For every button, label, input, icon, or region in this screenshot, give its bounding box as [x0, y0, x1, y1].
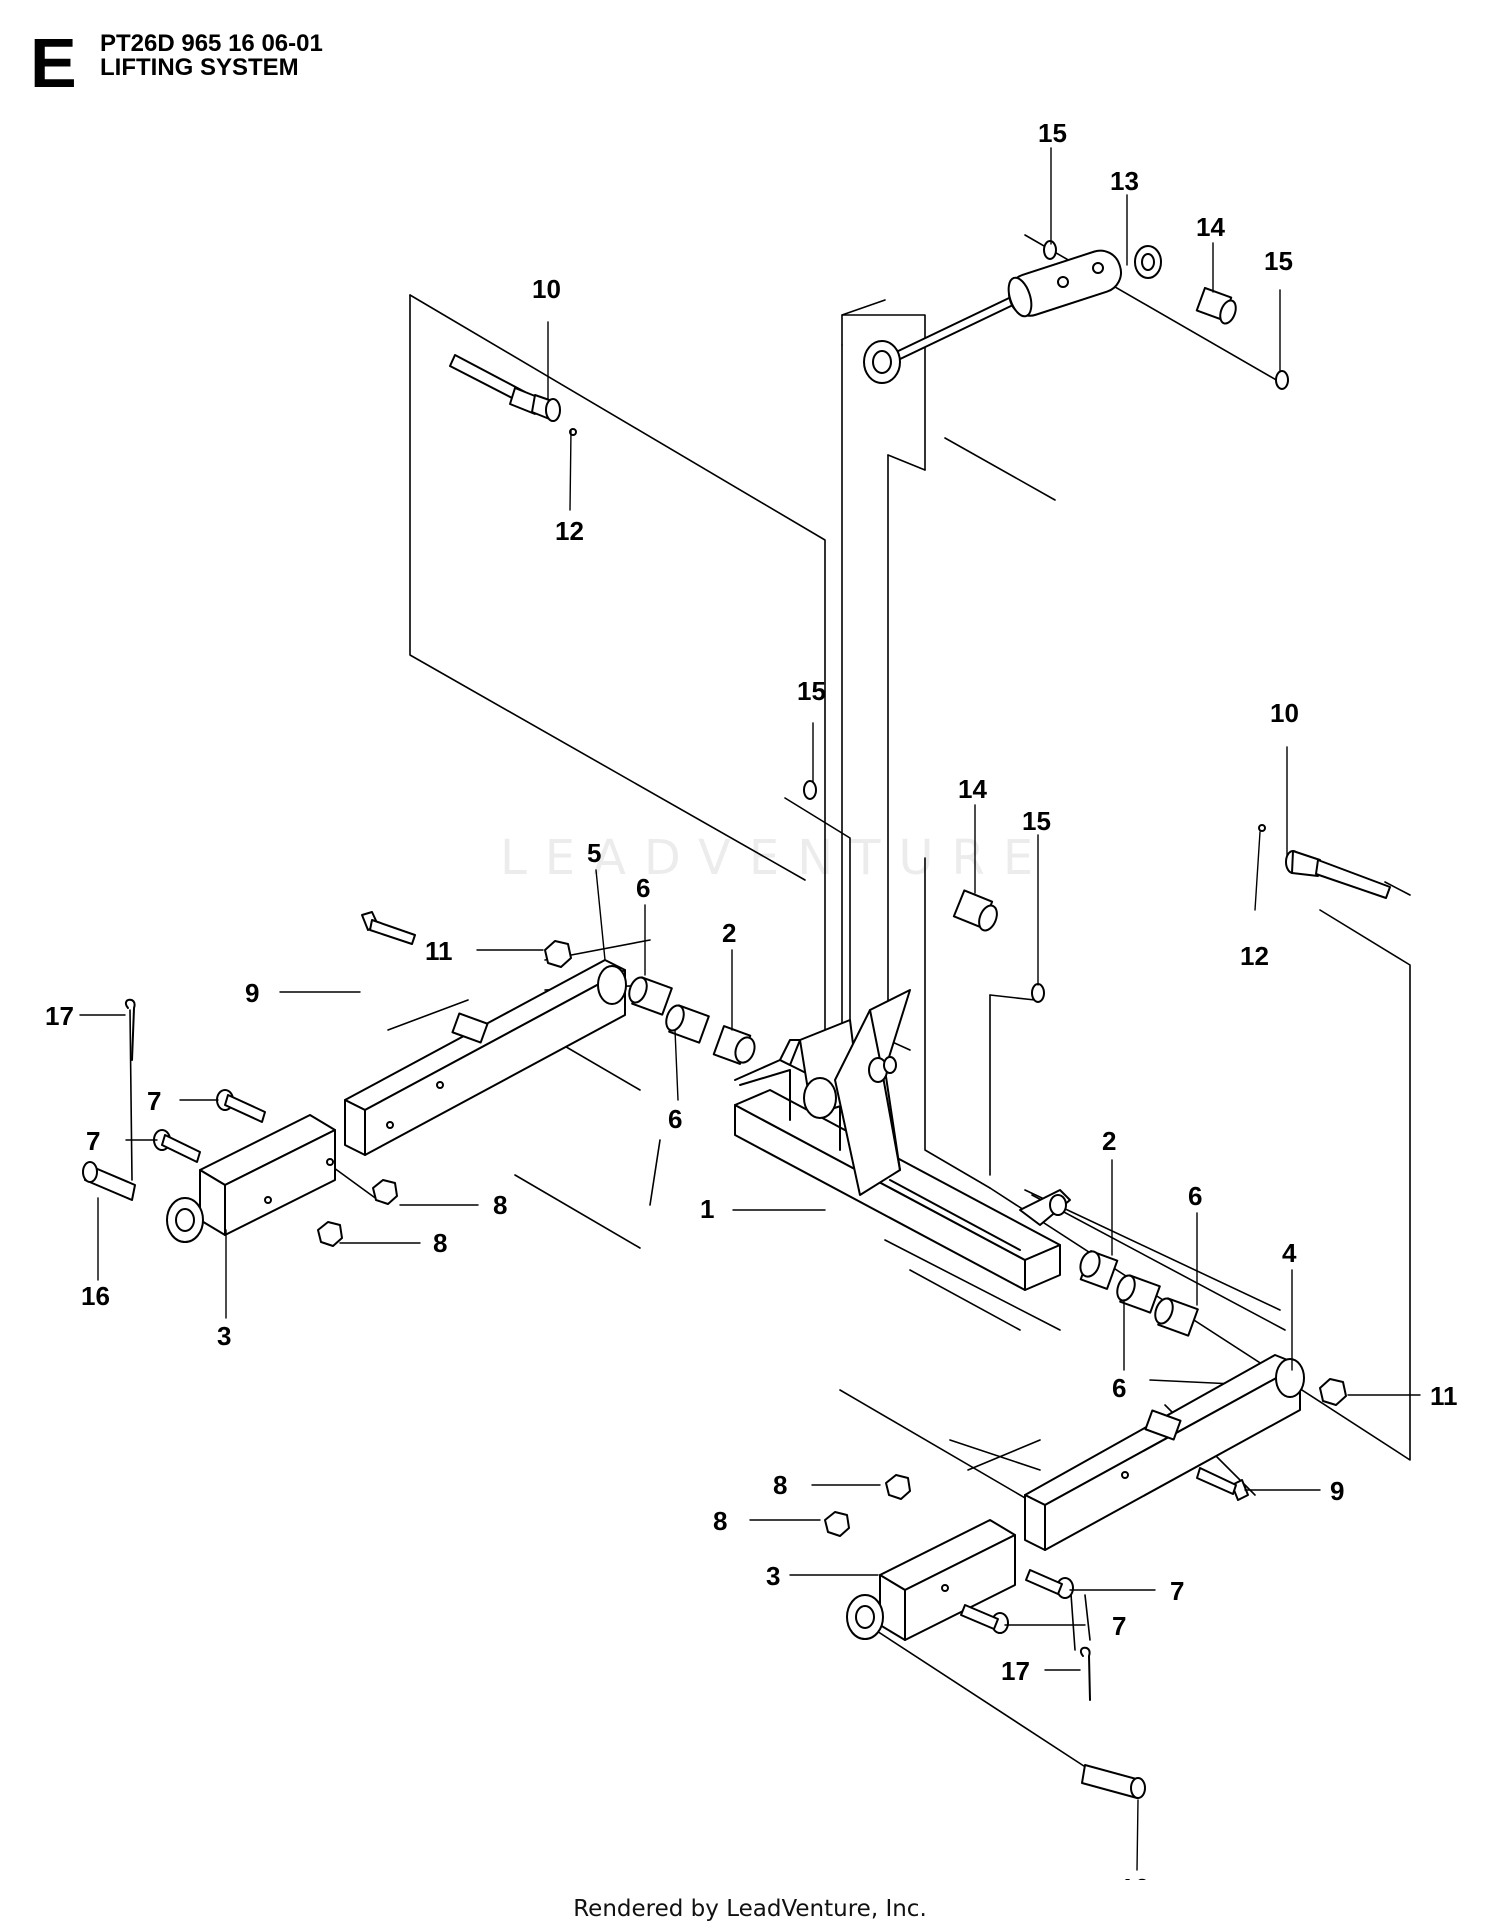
section-letter: E: [30, 24, 77, 102]
label-3-left: 3: [217, 1321, 231, 1351]
label-6-left-upper: 6: [636, 873, 650, 903]
label-5: 5: [587, 838, 601, 868]
label-10-left: 10: [532, 274, 561, 304]
diagram-title: LIFTING SYSTEM: [100, 54, 299, 81]
label-16-right: 16: [1120, 1873, 1149, 1880]
part-15-clip-top-right: [1275, 370, 1289, 390]
label-2-right: 2: [1102, 1126, 1116, 1156]
part-7-bolt-right-lower: [960, 1604, 1009, 1634]
label-14-mid: 14: [958, 774, 987, 804]
label-15-mid-left: 15: [797, 676, 826, 706]
label-8-right-upper: 8: [773, 1470, 787, 1500]
part-12-grease-fitting-right: [1258, 824, 1266, 832]
label-12-right: 12: [1240, 941, 1269, 971]
part-10-pivot-pin-right: [1285, 850, 1391, 899]
part-3-adjuster-right: [846, 1519, 1016, 1641]
part-2-bushing-left: [712, 1025, 756, 1065]
part-15-clip-top-left: [1043, 240, 1057, 260]
label-8-right-lower: 8: [713, 1506, 727, 1536]
label-17-right: 17: [1001, 1656, 1030, 1686]
part-9-clevis-pin-left: [361, 911, 416, 945]
label-14-top: 14: [1196, 212, 1225, 242]
part-6-spacers-right: [1116, 1274, 1199, 1337]
part-4-lift-arm-right: [1024, 1354, 1305, 1551]
part-16-pin-right: [1081, 1764, 1146, 1799]
part-3-adjuster-left: [166, 1114, 336, 1243]
part-8-nut-left-upper: [372, 1179, 398, 1205]
part-14-spacer-top: [1195, 286, 1237, 325]
label-17-left: 17: [45, 1001, 74, 1031]
label-9-right: 9: [1330, 1476, 1344, 1506]
label-6-left-lower: 6: [668, 1104, 682, 1134]
exploded-parts-diagram: 15 13 14 15 10 12 15 10 14 15 5 6 12 11 …: [45, 118, 1458, 1880]
part-10-pivot-pin-left: [449, 354, 561, 422]
part-17-hairpin-left: [125, 998, 136, 1061]
part-8-nut-right-upper: [885, 1474, 911, 1500]
footer-credit: Rendered by LeadVenture, Inc.: [573, 1896, 927, 1922]
label-3-right: 3: [766, 1561, 780, 1591]
label-9-left: 9: [245, 978, 259, 1008]
label-15-mid-right: 15: [1022, 806, 1051, 836]
part-1-lift-frame: [734, 989, 1071, 1291]
label-15-top-right: 15: [1264, 246, 1293, 276]
part-11-nut-left: [544, 940, 572, 968]
label-13: 13: [1110, 166, 1139, 196]
label-10-right: 10: [1270, 698, 1299, 728]
label-8-left-upper: 8: [493, 1190, 507, 1220]
part-2-bushing-right: [1079, 1250, 1119, 1290]
part-16-pin-left: [82, 1161, 136, 1201]
label-1: 1: [700, 1194, 714, 1224]
label-16-left: 16: [81, 1281, 110, 1311]
part-13-lift-cylinder: [863, 245, 1162, 384]
leader-lines: [79, 147, 1421, 1871]
label-4: 4: [1282, 1238, 1297, 1268]
label-12-left: 12: [555, 516, 584, 546]
part-15-clip-mid-left: [803, 780, 817, 800]
part-7-bolt-left-upper: [216, 1089, 266, 1123]
label-11-right: 11: [1430, 1381, 1458, 1411]
part-7-bolt-left-lower: [153, 1129, 201, 1163]
label-7-right-upper: 7: [1170, 1576, 1184, 1606]
label-15-top-left: 15: [1038, 118, 1067, 148]
label-6-right-upper: 6: [1188, 1181, 1202, 1211]
label-6-right-lower: 6: [1112, 1373, 1126, 1403]
part-8-nut-right-lower: [824, 1511, 850, 1537]
part-8-nut-left-lower: [317, 1221, 343, 1247]
part-15-clip-mid-right: [1031, 983, 1045, 1003]
label-7-left-lower: 7: [86, 1126, 100, 1156]
part-9-clevis-pin-right: [1196, 1467, 1249, 1501]
label-2-left: 2: [722, 918, 736, 948]
part-labels: 15 13 14 15 10 12 15 10 14 15 5 6 12 11 …: [45, 118, 1458, 1880]
assembly-lines: [129, 234, 1411, 1771]
part-11-nut-right: [1319, 1378, 1347, 1406]
part-6-spacers-left: [628, 976, 710, 1044]
part-14-spacer-mid: [952, 889, 998, 932]
part-17-hairpin-right: [1080, 1646, 1091, 1701]
label-7-right-lower: 7: [1112, 1611, 1126, 1641]
model-code: PT26D 965 16 06-01: [100, 30, 323, 57]
part-5-lift-arm-left: [344, 959, 627, 1156]
label-11-left: 11: [425, 936, 453, 966]
label-7-left-upper: 7: [147, 1086, 161, 1116]
part-7-bolt-right-upper: [1025, 1569, 1074, 1599]
label-8-left-lower: 8: [433, 1228, 447, 1258]
